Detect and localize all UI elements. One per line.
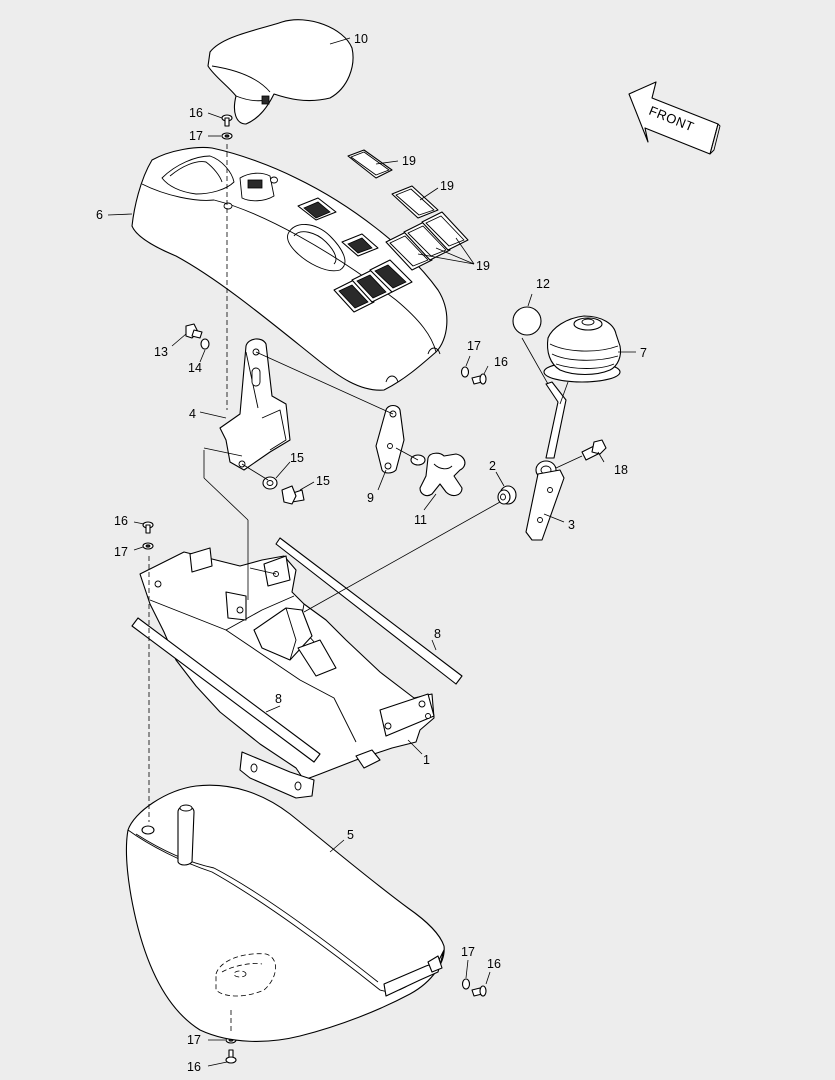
- console-frame: [139, 547, 435, 799]
- screw-16-bottom: [225, 1049, 237, 1064]
- callout-19: 19: [440, 179, 454, 193]
- callout-6: 6: [96, 208, 103, 222]
- callout-15: 15: [316, 474, 330, 488]
- washer-14: [200, 338, 210, 350]
- washer-17-lower-right: [461, 978, 471, 990]
- star-knob: [410, 452, 466, 497]
- callout-16: 16: [114, 514, 128, 528]
- callout-1: 1: [423, 753, 430, 767]
- callout-17: 17: [461, 945, 475, 959]
- link-plate: [375, 404, 405, 474]
- callout-16: 16: [187, 1060, 201, 1074]
- callout-10: 10: [354, 32, 368, 46]
- shift-lever: [525, 381, 567, 541]
- callout-18: 15: [290, 451, 304, 465]
- screw-16-lower-right: [471, 985, 487, 997]
- callout-11: 11: [414, 513, 427, 527]
- callout-16: 16: [494, 355, 508, 369]
- callout-leaders: [107, 37, 636, 1067]
- callout-4: 4: [189, 407, 196, 421]
- callout-16: 16: [189, 106, 203, 120]
- screw-16-mid: [142, 521, 154, 534]
- callout-2: 2: [489, 459, 496, 473]
- bolt-15-left: [281, 485, 305, 505]
- lower-housing: [125, 784, 445, 1042]
- screw-16-top: [221, 114, 233, 127]
- callout-7: 7: [640, 346, 647, 360]
- decal-labels: [347, 149, 469, 271]
- callout-17: 17: [467, 339, 481, 353]
- callout-5: 5: [347, 828, 354, 842]
- callout-13: 13: [154, 345, 168, 359]
- mounting-bracket: [219, 338, 291, 471]
- callout-12: 12: [536, 277, 550, 291]
- bolt-15-right: [581, 439, 607, 461]
- callout-19: 19: [402, 154, 416, 168]
- front-direction-arrow: FRONT: [628, 81, 721, 155]
- bolt-13: [185, 323, 203, 339]
- callout-17: 17: [114, 545, 128, 559]
- screw-16-right: [471, 373, 487, 385]
- shift-knob: [512, 306, 542, 336]
- upper-console-cover: [131, 146, 448, 391]
- callout-9: 9: [367, 491, 374, 505]
- washer-17-mid: [142, 542, 154, 550]
- armrest-cushion: [207, 19, 354, 125]
- callout-3: 3: [568, 518, 575, 532]
- washer-18: [262, 476, 278, 490]
- callout-numbers: 10 16 17 6 19 19 19 12 7 13 14 17 16 4 1…: [96, 32, 647, 1074]
- callout-16: 16: [487, 957, 501, 971]
- callout-19: 19: [476, 259, 490, 273]
- washer-17-top: [221, 132, 233, 140]
- callout-15: 18: [614, 463, 628, 477]
- assembly-lines: [148, 144, 583, 1034]
- callout-8: 8: [434, 627, 441, 641]
- bushing: [497, 485, 517, 505]
- callout-8: 8: [275, 692, 282, 706]
- shift-boot: [543, 315, 622, 383]
- callout-14: 14: [188, 361, 202, 375]
- trim-strip-lower: [131, 617, 321, 763]
- callout-17: 17: [187, 1033, 201, 1047]
- washer-17-right: [460, 366, 470, 378]
- callout-17: 17: [189, 129, 203, 143]
- trim-strip-upper: [275, 537, 463, 685]
